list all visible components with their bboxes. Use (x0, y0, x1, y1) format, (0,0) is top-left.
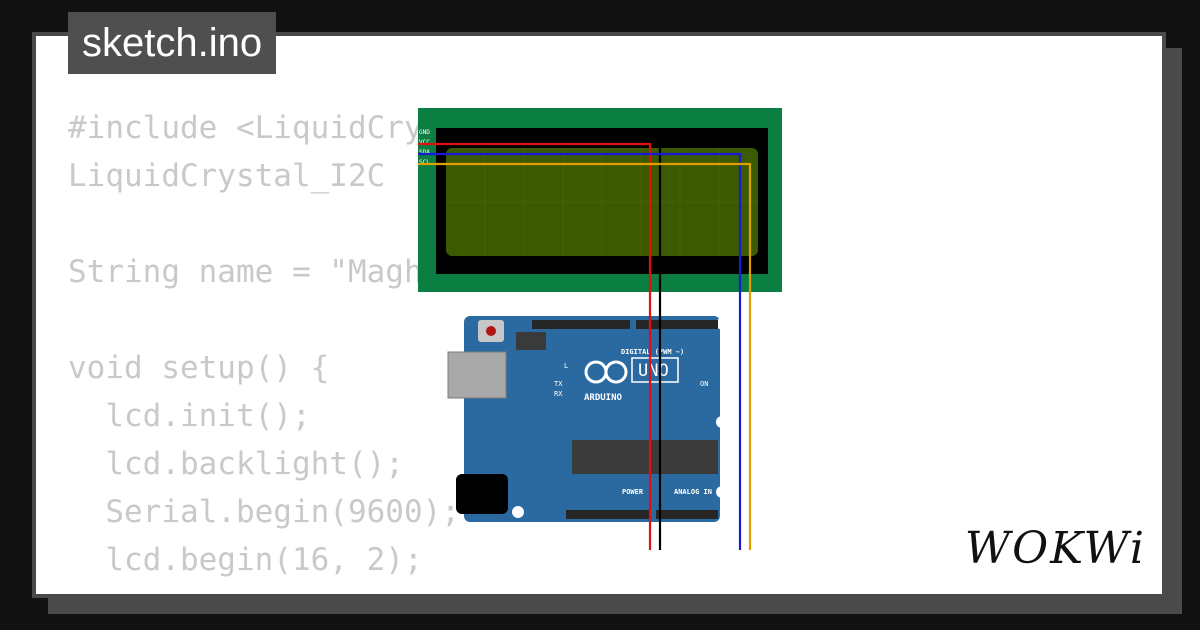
wire-sda (418, 152, 742, 550)
led-tx-label: TX (554, 380, 563, 388)
power-jack (456, 474, 508, 514)
wires (418, 130, 752, 550)
board-brand-label: ARDUINO (584, 393, 623, 403)
lcd-pin-label: SCL (419, 159, 430, 166)
power-header (566, 510, 650, 519)
file-name-tab[interactable]: sketch.ino (68, 12, 277, 74)
lcd-pin-label: GND (419, 129, 430, 136)
code-line: lcd.backlight(); (68, 446, 404, 482)
lcd-pin-label: SDA (419, 149, 430, 156)
power-label: POWER (622, 488, 644, 496)
usb-port (447, 351, 507, 399)
digital-header-left (532, 320, 630, 329)
board-model-label: UNO (638, 361, 669, 381)
code-line: LiquidCrystal_I2C (68, 158, 404, 194)
wire-scl (418, 162, 752, 550)
code-line: lcd.init(); (68, 398, 311, 434)
analog-label: ANALOG IN (674, 488, 712, 496)
code-line: String name = "Magh (68, 254, 423, 290)
code-line: Serial.begin(9600); (68, 494, 460, 530)
arduino-uno-board[interactable]: UNO ARDUINO DIGITAL (PWM ~) L TX RX ON P… (447, 316, 728, 522)
led-rx-label: RX (554, 390, 563, 398)
circuit-diagram: GND VCC SDA SCL (418, 108, 782, 550)
led-l-label: L (564, 362, 568, 370)
reset-button-dot (486, 326, 496, 336)
atmega-chip (572, 440, 718, 474)
code-line (68, 200, 460, 248)
lcd-pin-label: VCC (419, 139, 430, 146)
code-line (68, 296, 460, 344)
code-line: #include <LiquidCry (68, 110, 423, 146)
lcd-module[interactable]: GND VCC SDA SCL (418, 108, 782, 292)
wire-vcc (418, 142, 652, 550)
code-line: void setup() { (68, 350, 330, 386)
digital-label: DIGITAL (PWM ~) (621, 348, 684, 356)
arduino-logo-icon (584, 360, 628, 384)
code-line: lcd.begin(16, 2); (68, 542, 423, 578)
analog-header (656, 510, 718, 519)
wokwi-logo[interactable]: WOKWi (964, 523, 1146, 574)
digital-header-right (636, 320, 718, 329)
led-on-label: ON (700, 380, 708, 388)
